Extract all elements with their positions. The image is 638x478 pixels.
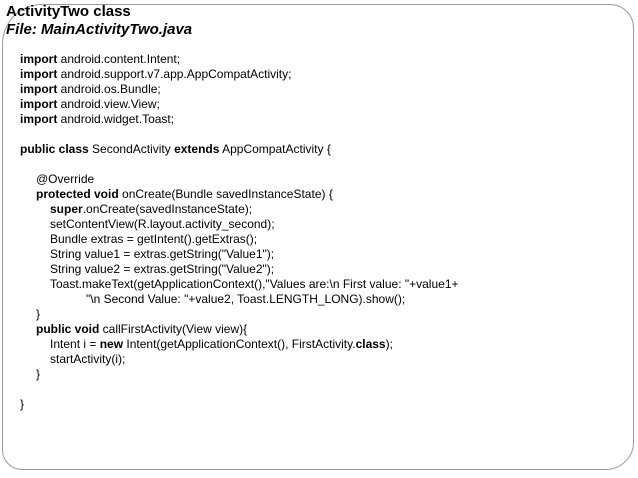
code-line: Intent i = new Intent(getApplicationCont… [50, 337, 393, 351]
code-line: super.onCreate(savedInstanceState); [50, 202, 253, 216]
slide-subtitle: File: MainActivityTwo.java [6, 21, 193, 38]
code-line: startActivity(i); [50, 352, 126, 366]
code-line: Toast.makeText(getApplicationContext(),"… [50, 277, 459, 291]
code-line: } [36, 307, 41, 321]
code-line: Bundle extras = getIntent().getExtras(); [50, 232, 258, 246]
code-line: protected void onCreate(Bundle savedInst… [36, 187, 333, 201]
slide-title: ActivityTwo class [6, 3, 131, 20]
code-line: import android.os.Bundle; [20, 82, 161, 96]
code-line [0, 382, 634, 397]
code-line: import android.widget.Toast; [20, 112, 175, 126]
slide-border [2, 4, 634, 470]
code-line: } [20, 397, 25, 411]
code-line: import android.content.Intent; [20, 52, 181, 66]
code-line: String value1 = extras.getString("Value1… [50, 247, 275, 261]
code-line: public void callFirstActivity(View view)… [36, 322, 248, 336]
code-line: import android.view.View; [20, 97, 160, 111]
code-line: String value2 = extras.getString("Value2… [50, 262, 275, 276]
code-line [0, 127, 634, 142]
code-line: setContentView(R.layout.activity_second)… [50, 217, 275, 231]
title-block: ActivityTwo class File: MainActivityTwo.… [6, 3, 192, 39]
code-line: "\n Second Value: "+value2, Toast.LENGTH… [86, 292, 406, 306]
code-block: import android.content.Intent;import and… [0, 52, 634, 412]
code-line: @Override [36, 172, 95, 186]
code-line: import android.support.v7.app.AppCompatA… [20, 67, 292, 81]
code-line: public class SecondActivity extends AppC… [20, 142, 331, 156]
code-line [0, 157, 634, 172]
code-line: } [36, 367, 41, 381]
